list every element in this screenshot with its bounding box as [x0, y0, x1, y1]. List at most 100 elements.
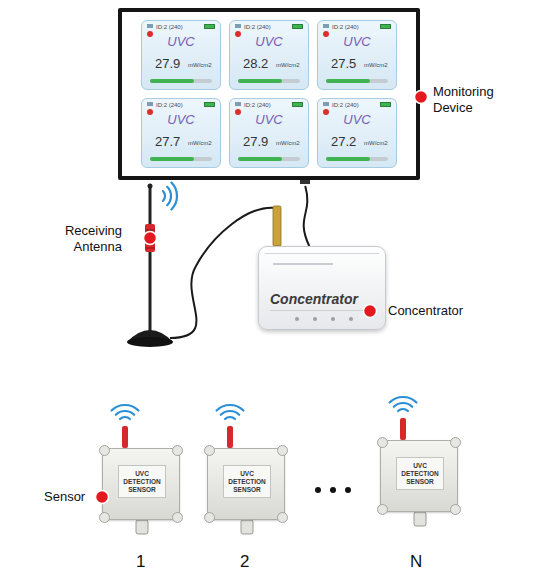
reading-value: 27.5 [331, 56, 356, 71]
status-dot [147, 31, 153, 37]
device-id: ID:2 (240) [156, 24, 183, 30]
reading-unit: mW/cm2 [276, 140, 300, 146]
reading-unit: mW/cm2 [276, 62, 300, 68]
mount-ear [172, 445, 183, 456]
sensor-box: UVC DETECTION SENSOR [102, 448, 180, 520]
mount-ear [377, 504, 388, 515]
wave-arc [112, 405, 139, 411]
reading-tile: ID:2 (240) UVC 27.5 mW/cm2 [317, 20, 397, 90]
reading-unit: mW/cm2 [188, 140, 212, 146]
antenna-coil [145, 224, 155, 252]
wave-arc [225, 417, 235, 419]
antenna-tip [148, 184, 153, 189]
mount-ear [99, 512, 110, 523]
callout-dot [96, 491, 109, 504]
callout-label: Sensor [44, 489, 96, 505]
battery-icon [204, 102, 215, 107]
level-bar [150, 157, 194, 161]
wave-arc [217, 405, 244, 411]
concentrator-box: Concentrator [258, 246, 386, 330]
radio-waves [163, 183, 177, 210]
mount-ear [277, 512, 288, 523]
battery-icon [380, 102, 391, 107]
level-bar [326, 157, 370, 161]
wave-arc [398, 409, 408, 411]
signal-icon [147, 24, 153, 28]
status-strip [273, 263, 333, 265]
battery-icon [380, 24, 391, 29]
callout-number: 1 [136, 552, 145, 572]
mount-ear [204, 512, 215, 523]
led [313, 317, 317, 321]
ellipsis-dot [330, 487, 336, 493]
wave-arc [167, 187, 171, 205]
status-dot [323, 109, 329, 115]
device-id: ID:2 (240) [156, 102, 183, 108]
signal-icon [323, 24, 329, 28]
sensor-probe [241, 520, 253, 534]
reading-value: 27.2 [331, 134, 356, 149]
sensor-plate: UVC DETECTION SENSOR [118, 465, 166, 498]
signal-icon [323, 102, 329, 106]
underline [270, 310, 370, 311]
mount-ear [450, 504, 461, 515]
reading-unit: mW/cm2 [364, 140, 388, 146]
status-dot [235, 31, 241, 37]
led [331, 317, 335, 321]
coil-stripe [145, 230, 155, 231]
signal-icon [147, 102, 153, 106]
cable-connector [304, 186, 310, 246]
device-brand: Concentrator [270, 291, 358, 307]
reading-unit: mW/cm2 [364, 62, 388, 68]
level-bar [238, 79, 282, 83]
ellipsis-dot [315, 487, 321, 493]
reading-value: 27.7 [155, 134, 180, 149]
monitor-screen: Monitoring DeviceID:2 (240)UVC27.9mW/cm2… [118, 8, 420, 180]
status-dot [235, 109, 241, 115]
reading-value: 27.9 [155, 56, 180, 71]
coil-stripe [145, 236, 155, 237]
sensor-plate: UVC DETECTION SENSOR [396, 457, 444, 490]
sensor-antenna [400, 418, 406, 440]
sensor-antenna [122, 426, 128, 448]
callout-number: N [410, 552, 422, 572]
reading-tile: ID:2 (240)UVC27.9mW/cm2 [141, 20, 221, 90]
reading-title: UVC [318, 34, 396, 49]
sensor-plate: UVC DETECTION SENSOR [223, 465, 271, 498]
wave-arc [116, 411, 134, 415]
callout-label: Monitoring Device [433, 84, 525, 116]
reading-tile: ID:2 (240)UVC27.2mW/cm2 [317, 98, 397, 168]
callout-dot [364, 305, 377, 318]
antenna-pole [149, 186, 152, 334]
level-bar [150, 79, 194, 83]
top-edge [265, 253, 379, 254]
reading-tile: ID:2 (240)UVC28.2mW/cm2 [229, 20, 309, 90]
wave-arc [221, 411, 239, 415]
antenna-base-rim [127, 337, 173, 347]
coil-stripe [145, 248, 155, 249]
radio-waves [112, 397, 417, 419]
callout-label: Concentrator [388, 303, 518, 319]
reading-value: 27.9 [243, 134, 268, 149]
wave-arc [390, 397, 417, 403]
antenna-connector [273, 206, 281, 246]
sensor-box: UVC DETECTION SENSOR [380, 440, 458, 512]
callout-dot [415, 91, 428, 104]
battery-icon [292, 102, 303, 107]
ellipsis-dot [345, 487, 351, 493]
coil-stripe [145, 242, 155, 243]
callout-number: 2 [240, 552, 249, 572]
device-id: ID:2 (240) [332, 24, 359, 30]
callout-label: Receiving Antenna [26, 223, 122, 255]
status-dot [323, 31, 329, 37]
wave-arc [163, 191, 165, 201]
wave-arc [394, 403, 412, 407]
sensor-antenna [227, 426, 233, 448]
reading-title: UVC [142, 34, 220, 49]
level-bar [326, 79, 370, 83]
led [349, 317, 353, 321]
reading-tile: ID:2 (240)UVC27.9mW/cm2 [229, 98, 309, 168]
level-bar [238, 157, 282, 161]
status-dot [147, 109, 153, 115]
sensor-probe [136, 520, 148, 534]
